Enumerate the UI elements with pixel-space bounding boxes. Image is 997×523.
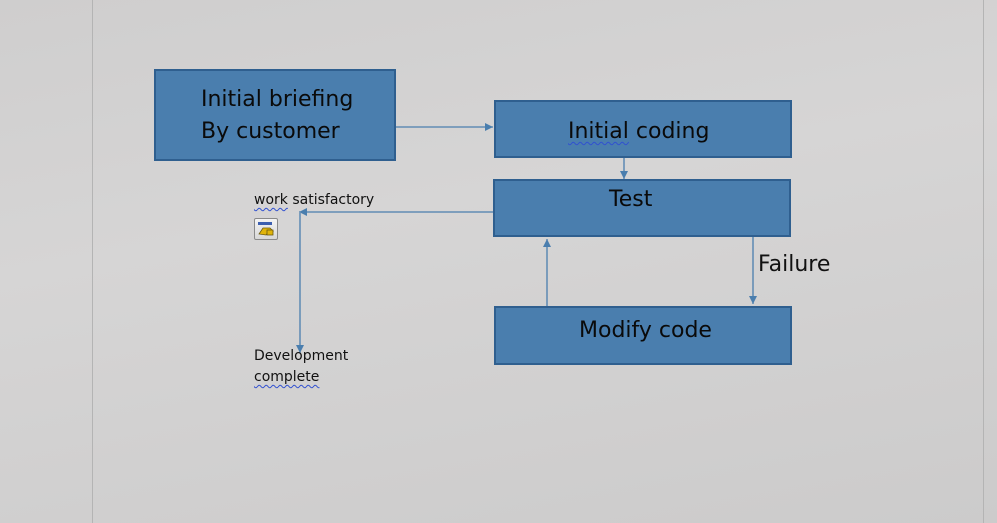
- node-modify-code-label: Modify code: [579, 318, 712, 343]
- node-test-label: Test: [609, 187, 653, 212]
- node-initial-coding-word1: Initial: [568, 119, 629, 144]
- node-initial-coding[interactable]: Initial coding: [494, 100, 792, 158]
- node-modify-code[interactable]: Modify code: [494, 306, 792, 365]
- edge-label-development-line1: Development: [254, 348, 349, 364]
- right-page-edge: [983, 0, 984, 523]
- edge-label-work-word: work: [254, 192, 288, 208]
- edge-label-development-line2: complete: [254, 369, 320, 385]
- node-initial-coding-word2: coding: [635, 119, 710, 144]
- paste-options-glyph: [258, 222, 274, 236]
- node-initial-briefing-line1: Initial briefing: [201, 87, 354, 112]
- left-page-edge: [92, 0, 93, 523]
- node-initial-coding-label: Initial coding: [568, 119, 709, 144]
- node-test[interactable]: Test: [493, 179, 791, 237]
- edge-label-satisfactory-word: satisfactory: [292, 192, 375, 208]
- paste-options-icon[interactable]: [254, 218, 278, 240]
- node-initial-briefing[interactable]: Initial briefing By customer: [154, 69, 396, 161]
- edge-label-failure: Failure: [758, 252, 831, 277]
- edge-label-work-satisfactory: work satisfactory: [254, 192, 374, 208]
- node-initial-briefing-line2: By customer: [201, 119, 340, 144]
